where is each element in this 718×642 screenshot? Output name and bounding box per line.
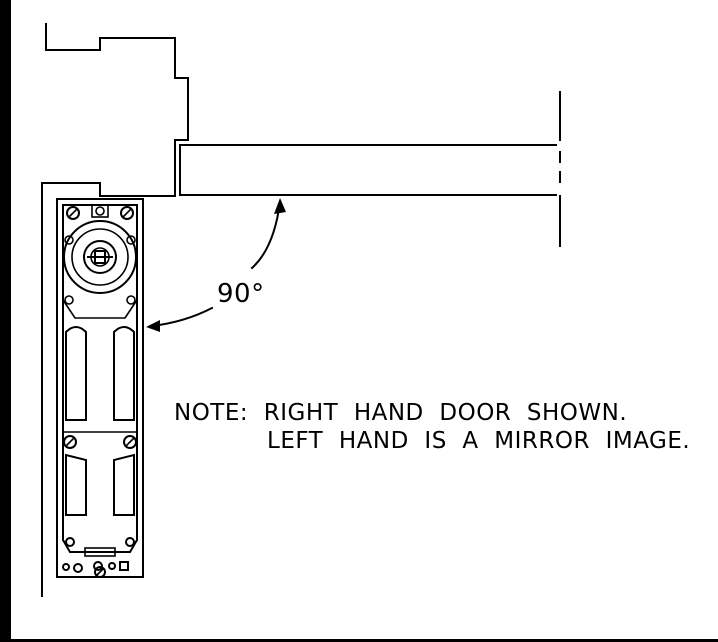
door-leaf	[179, 91, 561, 247]
door-frame-profile	[41, 23, 189, 597]
arrowhead-up	[274, 198, 286, 214]
arrowhead-left	[146, 320, 160, 332]
note-line-1: NOTE: RIGHT HAND DOOR SHOWN.	[174, 400, 627, 426]
angle-label: 90°	[217, 279, 265, 309]
note-line-2: LEFT HAND IS A MIRROR IMAGE.	[267, 428, 690, 454]
floor-closer-body	[56, 198, 144, 578]
angle-indicator	[146, 198, 286, 332]
